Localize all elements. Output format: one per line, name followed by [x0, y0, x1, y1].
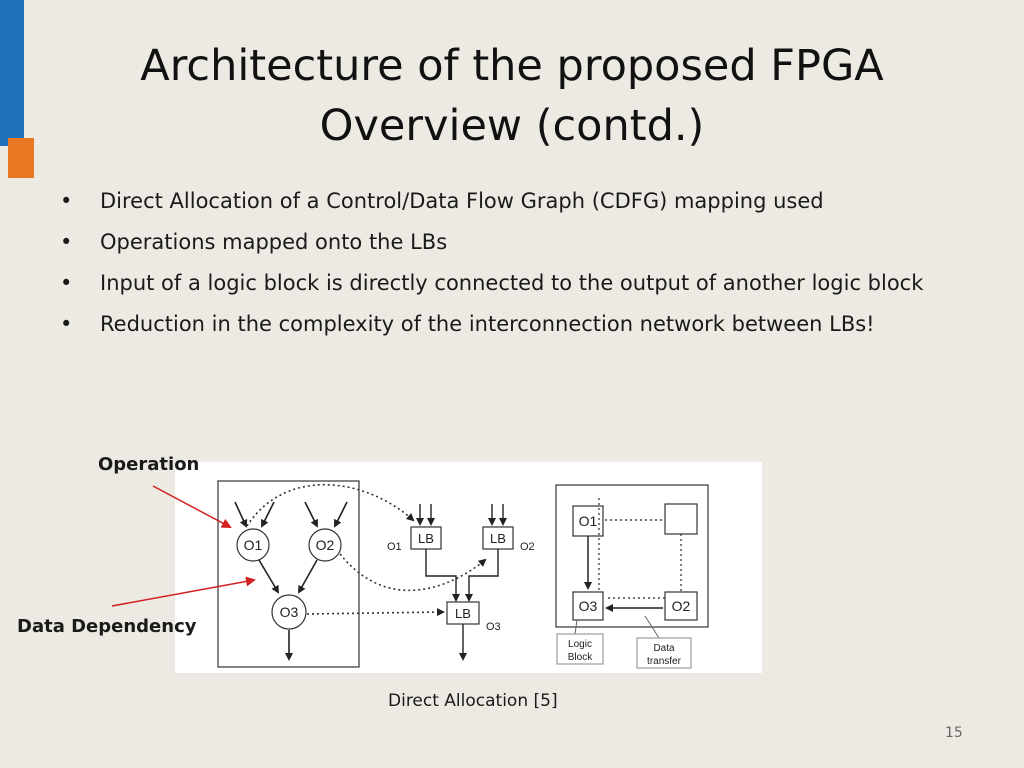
legend-text: Data	[653, 643, 675, 654]
bullet-item: • Operations mapped onto the LBs	[60, 225, 970, 259]
bullet-list: • Direct Allocation of a Control/Data Flo…	[60, 184, 970, 348]
cdfg-panel	[217, 480, 360, 668]
slide-title: Architecture of the proposed FPGA Overvi…	[70, 36, 954, 156]
bullet-dot: •	[60, 230, 73, 254]
legend-text: Block	[568, 652, 593, 663]
grid-panel	[555, 484, 709, 628]
lb-tag: O1	[387, 541, 402, 553]
bullet-dot: •	[60, 189, 73, 213]
lb-tag: O3	[486, 621, 501, 633]
legend-text: transfer	[647, 656, 682, 667]
lb-label: LB	[490, 531, 506, 546]
grid-node-o3	[572, 591, 604, 621]
accent-bar-blue	[0, 0, 24, 146]
lb-tag: O2	[520, 541, 535, 553]
cdfg-node-label: O3	[280, 604, 299, 620]
figure-caption: Direct Allocation [5]	[388, 691, 558, 711]
accent-bar-orange	[8, 138, 34, 178]
cdfg-node-o2	[308, 528, 342, 562]
cdfg-node-label: O2	[316, 537, 335, 553]
callout-operation: Operation	[98, 454, 200, 475]
bullet-text: Operations mapped onto the LBs	[100, 230, 448, 254]
grid-node-o2	[664, 591, 698, 621]
bullet-dot: •	[60, 271, 73, 295]
bullet-item: • Input of a logic block is directly conn…	[60, 266, 970, 300]
legend-text: Logic	[568, 639, 592, 650]
grid-node-label: O2	[672, 598, 691, 614]
bullet-text: Reduction in the complexity of the inter…	[100, 312, 875, 336]
cdfg-node-label: O1	[244, 537, 263, 553]
bullet-text: Direct Allocation of a Control/Data Flow…	[100, 189, 824, 213]
legend-data-transfer	[636, 637, 692, 669]
page-number: 15	[945, 725, 963, 741]
legend-logic-block	[556, 633, 604, 665]
lb-label: LB	[418, 531, 434, 546]
bullet-text: Input of a logic block is directly conne…	[100, 271, 924, 295]
bullet-dot: •	[60, 312, 73, 336]
direct-allocation-figure: O1 O2 O3 LB LB LB O1 O2 O3 O1 O3 O2	[175, 462, 762, 673]
bullet-item: • Reduction in the complexity of the inte…	[60, 307, 970, 341]
bullet-item: • Direct Allocation of a Control/Data Flo…	[60, 184, 970, 218]
cdfg-node-o3	[271, 594, 307, 630]
lb-label: LB	[455, 606, 471, 621]
cdfg-node-o1	[236, 528, 270, 562]
grid-node-label: O3	[579, 598, 598, 614]
grid-node-o1	[572, 505, 604, 537]
grid-node-label: O1	[579, 513, 598, 529]
title-line-1: Architecture of the proposed FPGA	[140, 41, 884, 91]
callout-data-dependency: Data Dependency	[17, 616, 197, 637]
title-line-2: Overview (contd.)	[319, 101, 705, 151]
